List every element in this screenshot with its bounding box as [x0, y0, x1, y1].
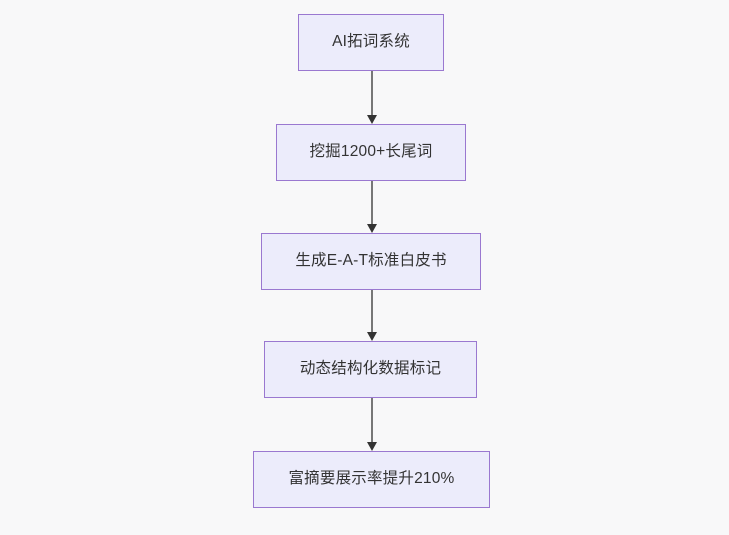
edge-line	[371, 181, 373, 225]
edge-n1-n2	[367, 71, 377, 124]
node-label: 富摘要展示率提升210%	[288, 470, 455, 488]
flowchart-node-generate-eat-whitepaper[interactable]: 生成E-A-T标准白皮书	[261, 233, 481, 290]
edge-n2-n3	[367, 181, 377, 233]
edge-line	[371, 398, 373, 443]
node-label: 挖掘1200+长尾词	[309, 143, 433, 161]
edge-n3-n4	[367, 290, 377, 341]
flowchart-node-ai-keyword-system[interactable]: AI拓词系统	[298, 14, 444, 71]
node-label: 动态结构化数据标记	[299, 360, 442, 378]
flowchart-node-rich-snippet-rate-increase[interactable]: 富摘要展示率提升210%	[253, 451, 490, 508]
arrowhead-icon	[367, 442, 377, 451]
arrowhead-icon	[367, 224, 377, 233]
edge-line	[371, 71, 373, 116]
node-label: 生成E-A-T标准白皮书	[295, 252, 447, 270]
edge-n4-n5	[367, 398, 377, 451]
arrowhead-icon	[367, 332, 377, 341]
edge-line	[371, 290, 373, 333]
node-label: AI拓词系统	[332, 33, 410, 51]
flowchart-node-mine-longtail-keywords[interactable]: 挖掘1200+长尾词	[276, 124, 466, 181]
arrowhead-icon	[367, 115, 377, 124]
flowchart-node-dynamic-structured-data-markup[interactable]: 动态结构化数据标记	[264, 341, 477, 398]
